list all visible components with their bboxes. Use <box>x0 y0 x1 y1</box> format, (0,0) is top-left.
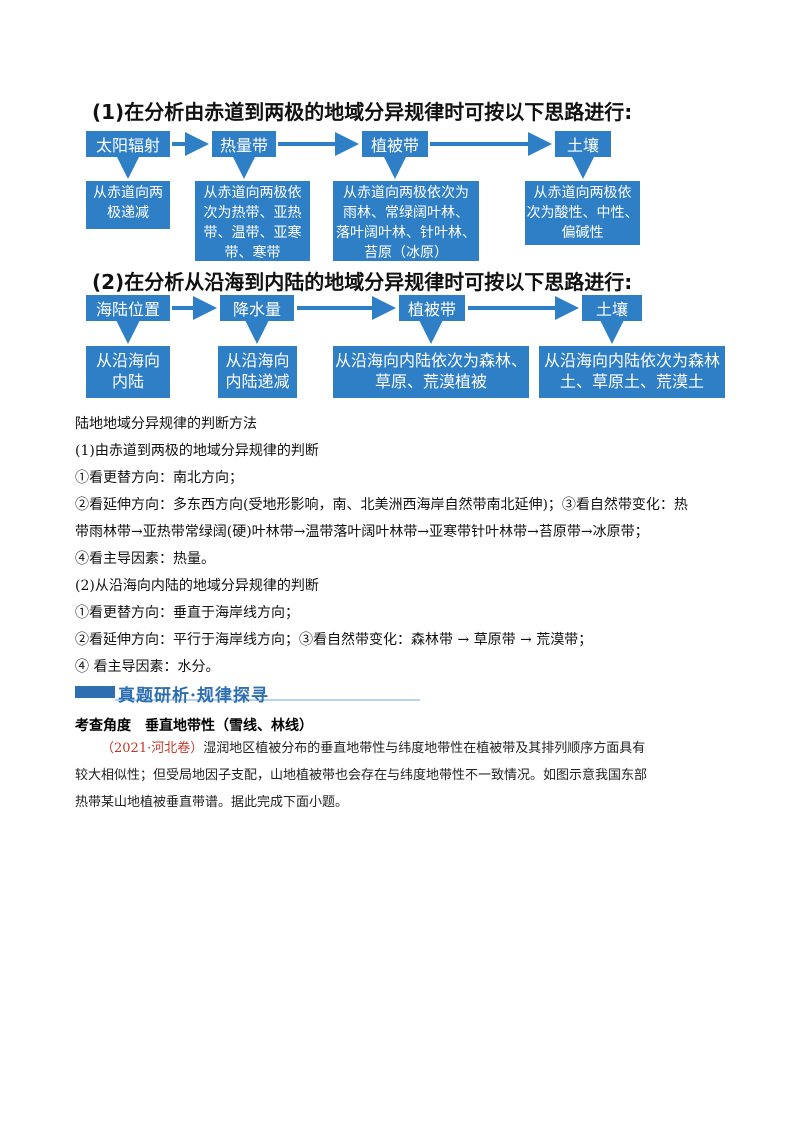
d1-desc-veg-line: 苔原（冰原） <box>364 245 448 261</box>
d1-desc-heat-line: 带、温带、亚寒 <box>203 225 302 241</box>
section-para-line3: 热带某山地植被垂直带谱。据此完成下面小题。 <box>75 795 349 810</box>
d1-desc-heat-line: 从赤道向两极依 <box>203 185 302 201</box>
diagram1-heading: (1)在分析由赤道到两极的地域分异规律时可按以下思路进行: <box>92 100 633 124</box>
d1-desc-veg-line: 从赤道向两极依次为 <box>343 185 469 201</box>
d2-desc-precip: 从沿海向 内陆递减 <box>218 346 297 398</box>
text-line: ④ 看主导因素：水分。 <box>75 659 220 675</box>
d1-desc-heat-line: 次为热带、亚热 <box>203 205 302 221</box>
d2-desc-veg-line: 从沿海向内陆依次为森林、 <box>334 351 527 370</box>
d1-box-veg: 植被带 <box>362 131 428 157</box>
d2-desc-location-line: 内陆 <box>111 372 144 391</box>
d2-desc-soil: 从沿海向内陆依次为森林 土、草原土、荒漠土 <box>539 346 725 398</box>
d1-desc-veg-line: 落叶阔叶林、针叶林、 <box>336 225 476 241</box>
banner-bar <box>75 686 115 698</box>
d2-box-veg: 植被带 <box>399 295 465 321</box>
source-tag: （2021·河北卷） <box>101 741 204 756</box>
para-text: 湿润地区植被分布的垂直地带性与纬度地带性在植被带及其排列顺序方面具有 <box>203 741 646 756</box>
d1-desc-solar: 从赤道向两 极递减 <box>86 181 170 229</box>
section-title: 考查角度 垂直地带性（雪线、林线） <box>75 718 313 734</box>
text-line: ②看延伸方向：平行于海岸线方向；③看自然带变化：森林带 → 草原带 → 荒漠带； <box>75 632 593 648</box>
diagram2-heading: (2)在分析从沿海到内陆的地域分异规律时可按以下思路进行: <box>92 270 633 294</box>
d1-box-heat: 热量带 <box>212 131 276 157</box>
d1-box-solar: 太阳辐射 <box>86 131 170 157</box>
text-line: ①看更替方向：垂直于海岸线方向； <box>75 605 299 621</box>
d1-desc-solar-line: 极递减 <box>107 205 149 221</box>
d2-desc-soil-line: 土、草原土、荒漠土 <box>559 372 704 391</box>
d2-desc-precip-line: 从沿海向 <box>225 351 290 370</box>
d1-desc-soil-line: 从赤道向两极依 <box>533 185 632 201</box>
d1-desc-soil: 从赤道向两极依 次为酸性、中性、 偏碱性 <box>525 181 640 245</box>
section-para-line2: 较大相似性；但受局地因子支配，山地植被带也会存在与纬度地带性不一致情况。如图示意… <box>75 768 648 783</box>
d2-desc-location: 从沿海向 内陆 <box>86 346 170 398</box>
d1-box-soil: 土壤 <box>555 131 611 157</box>
d2-desc-veg-line: 草原、荒漠植被 <box>374 372 487 391</box>
banner-title: 真题研析·规律探寻 <box>118 686 269 706</box>
section-para-line1: （2021·河北卷）湿润地区植被分布的垂直地带性与纬度地带性在植被带及其排列顺序… <box>75 735 725 762</box>
d1-desc-heat: 从赤道向两极依 次为热带、亚热 带、温带、亚寒 带、寒带 <box>195 181 310 261</box>
text-line: ②看延伸方向：多东西方向(受地形影响，南、北美洲西海岸自然带南北延伸)；③看自然… <box>75 497 688 513</box>
d1-desc-veg-line: 雨林、常绿阔叶林、 <box>343 205 469 221</box>
d2-desc-soil-line: 从沿海向内陆依次为森林 <box>543 351 720 370</box>
d2-box-precip: 降水量 <box>220 295 294 321</box>
d2-desc-location-line: 从沿海向 <box>95 351 160 370</box>
text-line: (1)由赤道到两极的地域分异规律的判断 <box>75 443 319 459</box>
d2-box-location: 海陆位置 <box>86 295 170 321</box>
d2-desc-precip-line: 内陆递减 <box>225 372 290 391</box>
d1-desc-soil-line: 偏碱性 <box>561 225 604 241</box>
d1-desc-solar-line: 从赤道向两 <box>93 185 163 201</box>
d1-desc-soil-line: 次为酸性、中性、 <box>526 205 639 221</box>
d1-desc-veg: 从赤道向两极依次为 雨林、常绿阔叶林、 落叶阔叶林、针叶林、 苔原（冰原） <box>333 181 479 261</box>
d1-desc-heat-line: 带、寒带 <box>224 245 281 261</box>
diagram1-arrows <box>116 132 624 344</box>
text-line: ①看更替方向：南北方向； <box>75 470 243 486</box>
text-line: 带雨林带→亚热带常绿阔(硬)叶林带→温带落叶阔叶林带→亚寒带针叶林带→苔原带→冰… <box>75 524 649 540</box>
d2-desc-veg: 从沿海向内陆依次为森林、 草原、荒漠植被 <box>333 346 529 398</box>
text-line: (2)从沿海向内陆的地域分异规律的判断 <box>75 578 319 594</box>
section-banner <box>75 686 420 701</box>
d2-box-soil: 土壤 <box>582 295 642 321</box>
text-line: ④看主导因素：热量。 <box>75 551 215 567</box>
text-line: 陆地地域分异规律的判断方法 <box>75 416 257 432</box>
